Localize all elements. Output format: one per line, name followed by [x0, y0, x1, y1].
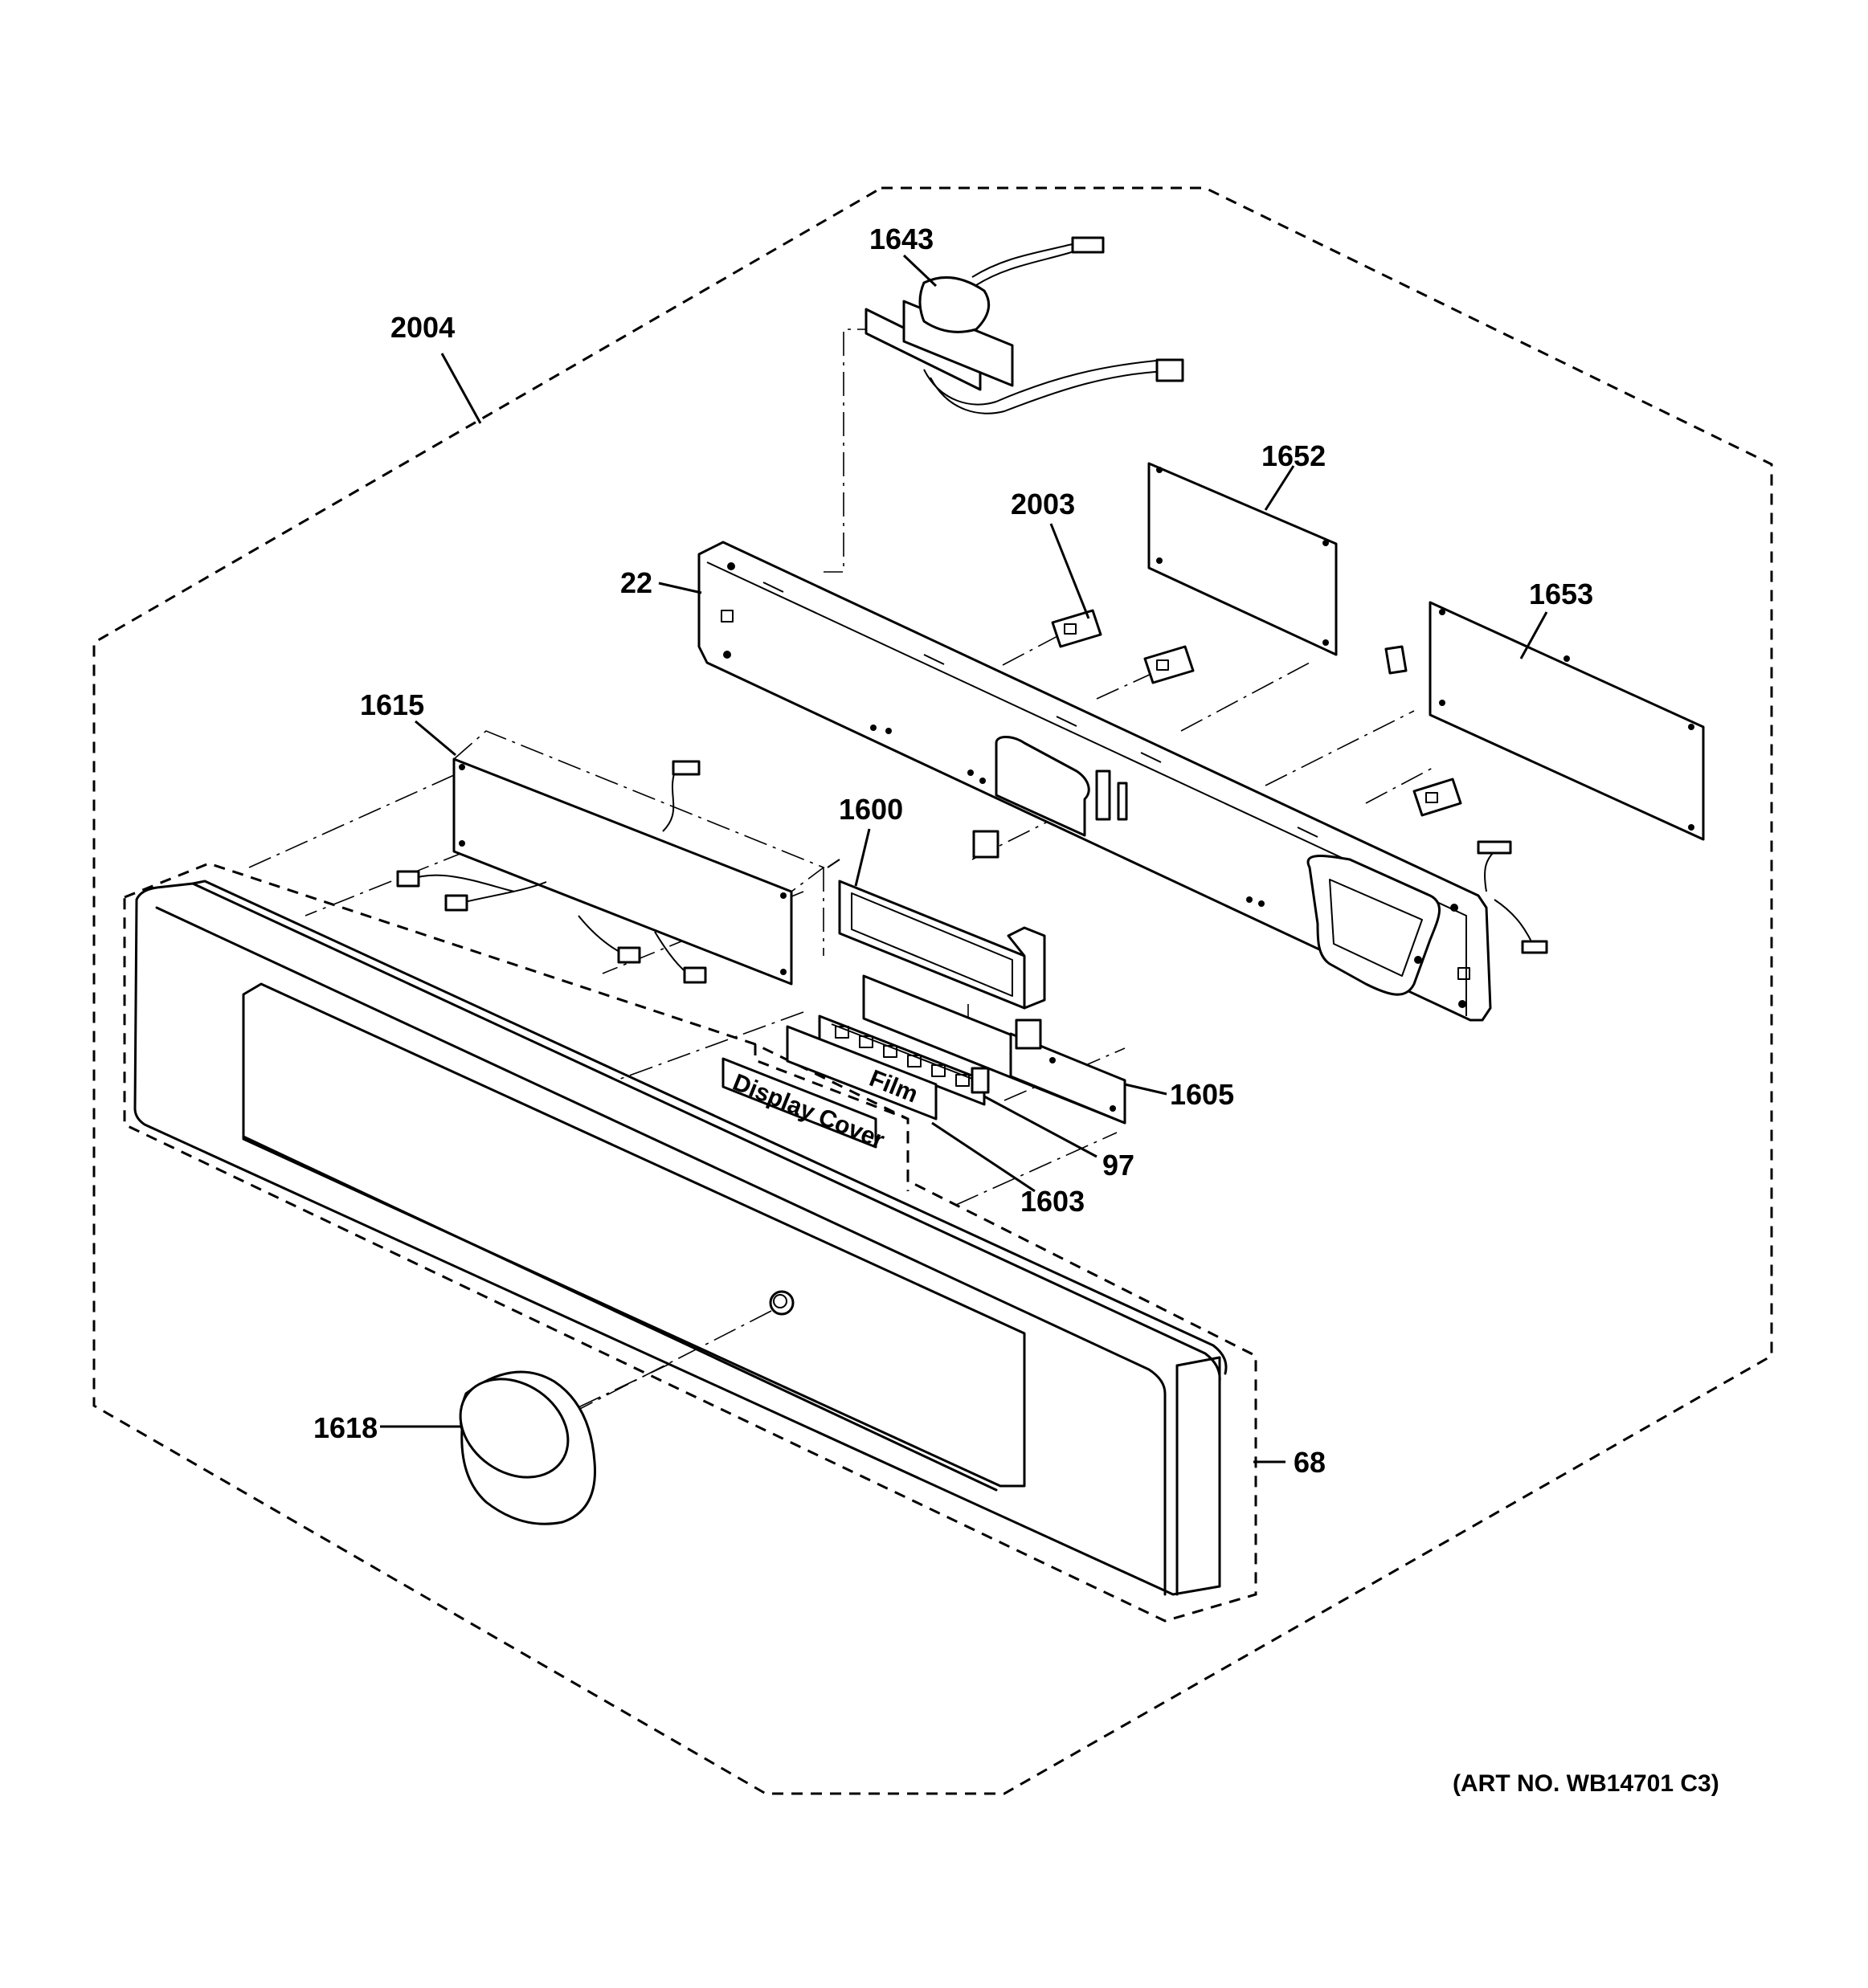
- connectors-2003: [1051, 609, 1462, 817]
- callout-97: 97: [1102, 1149, 1134, 1182]
- callout-2003: 2003: [1011, 488, 1075, 520]
- board-1653-connector: [1384, 645, 1408, 675]
- bracket-22: [697, 541, 1492, 1022]
- art-number: (ART NO. WB14701 C3): [1453, 1770, 1719, 1797]
- callout-22: 22: [620, 566, 652, 599]
- callout-68: 68: [1294, 1446, 1326, 1479]
- film-sheet: [786, 1025, 938, 1121]
- board-1615: [396, 730, 840, 986]
- callout-2004: 2004: [390, 311, 455, 344]
- display-boundary-inset: [754, 1044, 909, 1191]
- callouts: 2004 1643 1652 2003 22 1653 1615 1600 16…: [313, 222, 1593, 1479]
- callout-1603: 1603: [1020, 1185, 1085, 1218]
- callout-1605: 1605: [1170, 1078, 1234, 1111]
- control-panel-68: [133, 880, 1228, 1596]
- transformer-1643: [865, 236, 1184, 414]
- board-1653-holes: [1439, 609, 1694, 831]
- knob-1618: [459, 1370, 596, 1525]
- board-1653: [1429, 601, 1705, 841]
- callout-1618: 1618: [313, 1411, 378, 1444]
- display-1600: [838, 880, 1046, 1010]
- bracket-22-wire: [1477, 840, 1548, 954]
- callout-1615: 1615: [360, 688, 424, 721]
- callout-1600: 1600: [839, 793, 903, 826]
- board-1605: [862, 974, 1126, 1125]
- board-1652: [1147, 462, 1338, 656]
- display-cover-sheet: [721, 1057, 877, 1149]
- callout-1653: 1653: [1529, 578, 1593, 610]
- callout-1652: 1652: [1261, 439, 1326, 472]
- leader-lines: [380, 254, 1548, 1463]
- assembly-boundary-2004: [92, 186, 1773, 1795]
- keypad-97: [818, 1014, 990, 1106]
- board-1652-holes: [1156, 467, 1329, 646]
- callout-1643: 1643: [869, 222, 934, 255]
